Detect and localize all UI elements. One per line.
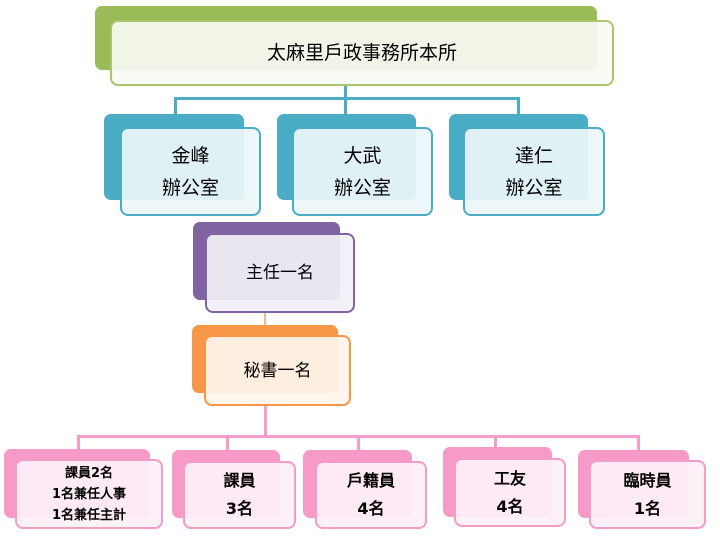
staff-line: 工友 <box>493 468 526 488</box>
staff-line: 課員 <box>223 471 256 490</box>
connector <box>174 97 520 100</box>
connector <box>344 86 347 99</box>
root-node: 太麻里戶政事務所本所 <box>110 20 614 86</box>
staff-line: 3名 <box>225 499 254 518</box>
office-node-dawu: 大武辦公室 <box>292 127 433 216</box>
connector <box>226 435 229 450</box>
staff-line: 1名兼任人事 <box>51 486 127 502</box>
connector <box>264 313 266 325</box>
office-name: 金峰 <box>171 144 210 167</box>
office-node-daren: 達仁辦公室 <box>463 127 605 216</box>
connector <box>264 406 267 437</box>
root-label: 太麻里戶政事務所本所 <box>266 42 457 64</box>
staff-line: 4名 <box>496 496 524 516</box>
office-sub: 辦公室 <box>161 176 219 199</box>
staff-node-janitor: 工友 4名 <box>454 458 566 527</box>
staff-node-clerk-3: 課員 3名 <box>183 461 296 529</box>
connector <box>494 435 497 450</box>
secretary-label: 秘書一名 <box>243 360 312 381</box>
director-node: 主任一名 <box>205 233 355 313</box>
office-node-jinfeng: 金峰辦公室 <box>120 127 261 216</box>
staff-line: 1名兼任主計 <box>51 507 127 523</box>
office-sub: 辦公室 <box>333 176 391 199</box>
staff-line: 戶籍員 <box>346 471 395 490</box>
connector <box>174 97 177 114</box>
staff-line: 臨時員 <box>623 470 672 490</box>
office-sub: 辦公室 <box>505 176 563 199</box>
director-label: 主任一名 <box>246 263 314 283</box>
secretary-node: 秘書一名 <box>204 335 351 406</box>
staff-line: 課員2名 <box>64 465 114 481</box>
staff-line: 4名 <box>357 499 385 518</box>
connector <box>517 97 520 114</box>
connector <box>344 97 347 114</box>
connector <box>77 435 80 450</box>
staff-node-registrar: 戶籍員 4名 <box>315 461 427 529</box>
staff-node-clerk-2: 課員2名 1名兼任人事 1名兼任主計 <box>15 459 163 529</box>
staff-line: 1名 <box>633 498 662 518</box>
office-name: 達仁 <box>514 144 553 167</box>
staff-node-temp: 臨時員 1名 <box>589 460 706 529</box>
office-name: 大武 <box>343 144 382 167</box>
connector <box>357 435 360 450</box>
connector <box>637 435 640 450</box>
